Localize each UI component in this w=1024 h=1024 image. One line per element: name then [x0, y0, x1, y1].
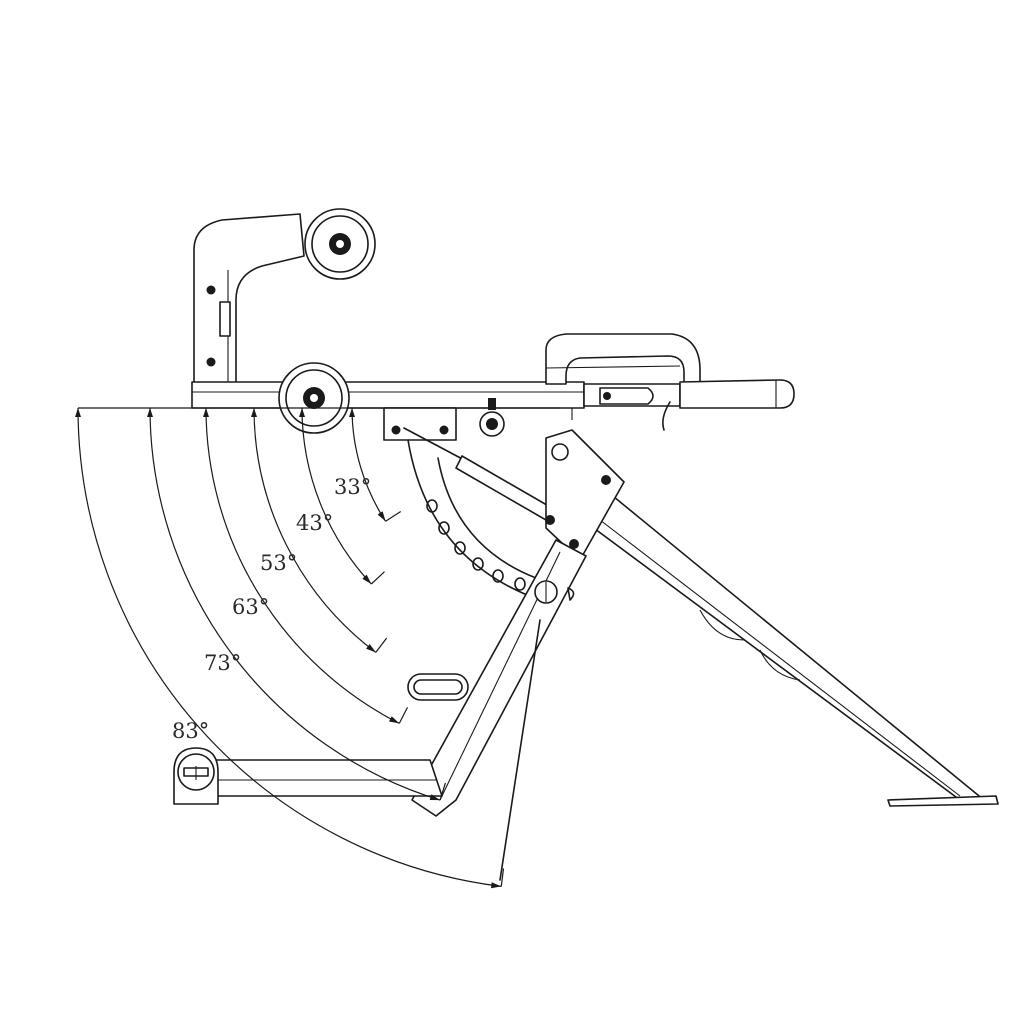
angle-label-43: 43° [296, 511, 333, 535]
angle-arc-63 [205, 407, 400, 724]
front-pivot-plate [545, 429, 625, 561]
leg-holder-post [193, 213, 305, 393]
angle-arrow-start-33 [349, 408, 355, 417]
lower-foot-roller[interactable] [278, 362, 350, 434]
lock-pin[interactable] [534, 580, 575, 604]
angle-extension-53 [375, 637, 388, 653]
angle-arrow-start-73 [147, 408, 153, 417]
angle-label-53: 53° [260, 551, 297, 575]
angle-labels: 33° 43° 53° 63° 73° 83° [172, 475, 371, 743]
angle-label-83: 83° [172, 719, 209, 743]
angle-extension-33 [385, 510, 402, 522]
pull-handle[interactable] [662, 379, 795, 431]
angle-arrow-start-63 [203, 408, 209, 417]
angle-arrow-start-53 [251, 408, 257, 417]
front-support-tube [547, 467, 985, 801]
foot-platform[interactable] [407, 673, 469, 701]
angle-label-63: 63° [232, 595, 269, 619]
angle-arrow-end-83 [491, 882, 502, 889]
angle-arcs [75, 407, 505, 889]
angle-extension-63 [398, 707, 409, 724]
angle-arrow-end-43 [362, 574, 372, 584]
upper-foot-roller[interactable] [304, 208, 376, 280]
angle-arc-73 [149, 407, 441, 801]
angle-arrow-start-83 [75, 408, 81, 417]
angle-arc-43 [301, 407, 372, 585]
angle-arc-83 [77, 407, 502, 887]
rear-wheel [173, 747, 219, 805]
angle-arrow-end-33 [377, 511, 386, 522]
adjustment-knob[interactable] [479, 398, 505, 437]
angle-extension-43 [370, 571, 385, 585]
adjustment-bracket [383, 407, 457, 441]
base-rail [203, 759, 443, 797]
angle-extension-83 [500, 868, 505, 887]
angle-arrow-end-73 [429, 794, 441, 801]
angle-label-33: 33° [334, 475, 371, 499]
gas-spring [403, 427, 553, 521]
rear-support-leg [411, 539, 587, 881]
angle-arrow-start-43 [299, 408, 305, 417]
angle-arrow-end-63 [389, 716, 400, 724]
angle-arc-33 [351, 407, 387, 522]
angle-arc-53 [253, 407, 377, 653]
front-foot [887, 795, 999, 807]
angle-extension-73 [439, 782, 446, 801]
angle-arrow-end-53 [366, 644, 376, 653]
seat-pad [545, 333, 701, 393]
angle-sector-plate [407, 439, 541, 601]
angle-label-73: 73° [204, 651, 241, 675]
